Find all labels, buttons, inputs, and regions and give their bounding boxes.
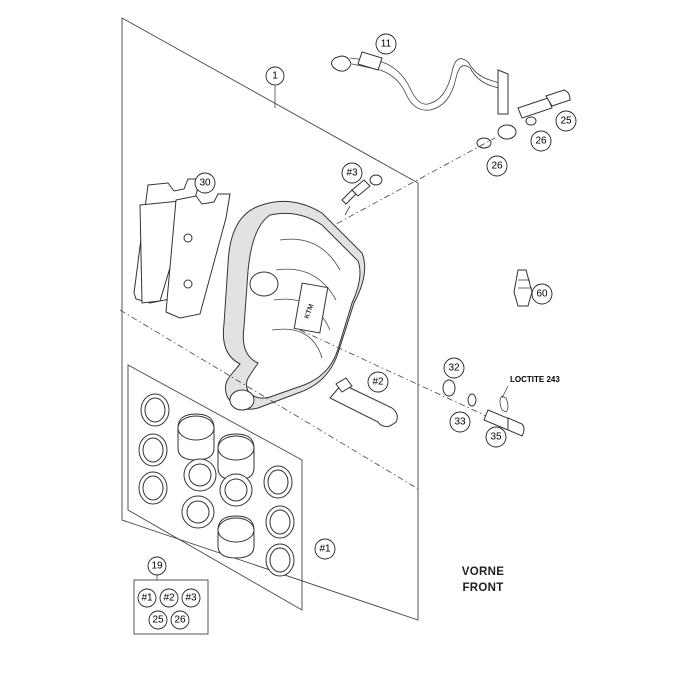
svg-text:25: 25 [152,615,164,626]
callout-seal-kit-ref: #1 [314,538,336,560]
svg-text:#1: #1 [141,593,153,604]
brake-hose [331,51,517,140]
callout-hose: 11 [375,33,397,55]
washer-26-right [525,116,537,126]
callout-pin-ref: #2 [367,371,389,393]
washer-33 [467,393,477,407]
svg-text:#2: #2 [163,593,175,604]
svg-text:30: 30 [199,178,211,189]
svg-text:#1: #1 [319,544,331,555]
svg-text:33: 33 [454,417,466,428]
bolt-axis-line [299,329,496,421]
svg-text:26: 26 [491,161,503,172]
loctite-label: LOCTITE 243 [510,375,560,384]
caliper-body: KTM [222,200,366,411]
pistons [177,413,255,559]
front-label-line2: FRONT [462,582,503,594]
washer-26-left [476,137,492,149]
assembly-frame [121,17,419,621]
loctite-drop [499,395,509,413]
bolt-35 [483,409,525,437]
callout-assembly: 1 [265,66,285,86]
callout-screw-kit: 60 [531,283,553,305]
callout-washer-26-right: 26 [530,130,552,152]
svg-text:35: 35 [490,432,502,443]
svg-text:11: 11 [381,39,392,50]
svg-text:60: 60 [536,289,548,300]
bleeder-screw [341,174,383,205]
svg-text:25: 25 [560,116,572,127]
kit-19-item-4: 25 [148,610,168,630]
washer-32 [442,379,456,397]
kit-19-box [133,579,209,635]
kit-19-item-3: #3 [181,588,201,608]
callout-washer-26-left: 26 [486,155,508,177]
banjo-bolt [517,89,571,119]
brake-pads [133,178,231,319]
kit-19-item-1: #1 [137,588,157,608]
hose-axis-line [324,137,496,231]
svg-text:1: 1 [272,71,278,82]
seal-rings [138,393,295,577]
caliper-pin [329,377,398,427]
svg-text:26: 26 [535,136,547,147]
callout-bolt-35: 35 [485,426,507,448]
callout-washer-33: 33 [449,411,471,433]
screw-kit [513,269,533,307]
callout-kit-19: 19 [147,556,167,576]
callout-washer-32: 32 [443,357,465,379]
svg-text:KTM: KTM [304,303,316,320]
svg-text:32: 32 [448,363,460,374]
callout-banjo-bolt: 25 [555,110,577,132]
svg-text:19: 19 [151,561,163,572]
seal-kit-frame [127,364,303,611]
svg-text:#3: #3 [346,168,358,179]
callout-pads: 30 [194,172,216,194]
front-label-line1: VORNE [462,566,504,578]
svg-text:#3: #3 [185,593,197,604]
seal-axis-line [119,309,421,491]
callout-bleeder-ref: #3 [341,162,363,184]
svg-text:#2: #2 [372,377,384,388]
svg-text:26: 26 [174,615,186,626]
kit-19-item-2: #2 [159,588,179,608]
kit-19-item-5: 26 [170,610,190,630]
